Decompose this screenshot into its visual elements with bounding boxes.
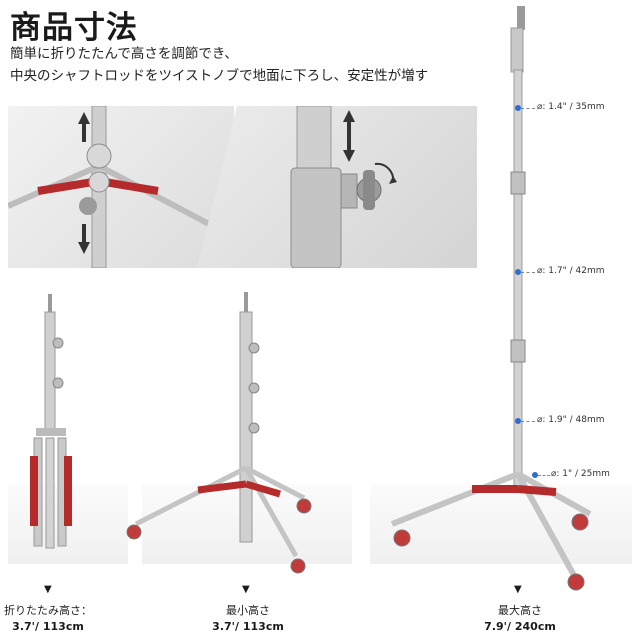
down-arrow-icon-folded: ▼ (44, 584, 52, 595)
max-height-label: 最大高さ (498, 604, 542, 617)
max-height-value: 7.9'/ 240cm (484, 620, 556, 633)
min-height-stand-illustration (126, 292, 312, 574)
down-arrow-icon-max: ▼ (514, 584, 522, 595)
diameter-marker-1 (515, 105, 521, 111)
dimension-line-4 (538, 475, 550, 476)
leg-joint-illustration (8, 106, 230, 268)
diameter-marker-2 (515, 269, 521, 275)
folded-height-label: 折りたたみ高さ： (4, 604, 92, 617)
up-down-arrow-icon (78, 112, 90, 142)
twist-knob-illustration (290, 106, 397, 268)
diameter-label-35mm: ⌀: 1.4" / 35mm (537, 102, 605, 112)
page-title: 商品寸法 (10, 10, 138, 46)
diameter-label-48mm: ⌀: 1.9" / 48mm (537, 415, 605, 425)
dimension-line-3 (521, 421, 535, 422)
folded-height-value: 3.7'/ 113cm (12, 620, 84, 633)
dimension-line-1 (521, 108, 535, 109)
diameter-marker-4 (532, 472, 538, 478)
leg-joint-detail-photo (8, 106, 234, 268)
description-line-2: 中央のシャフトロッドをツイストノブで地面に下ろし、安定性が増す (10, 68, 429, 84)
diameter-label-25mm: ⌀: 1" / 25mm (551, 469, 610, 479)
down-arrow-icon-min: ▼ (242, 584, 250, 595)
folded-stand-illustration (30, 294, 72, 549)
min-height-value: 3.7'/ 113cm (212, 620, 284, 633)
rotate-arrow-icon (374, 162, 397, 184)
twist-knob-detail-photo (197, 106, 477, 268)
diameter-label-42mm: ⌀: 1.7" / 42mm (537, 266, 605, 276)
dimension-line-2 (521, 272, 535, 273)
floor-area-3 (370, 484, 632, 564)
diameter-marker-3 (515, 418, 521, 424)
max-height-stand-illustration (390, 6, 592, 591)
description-line-1: 簡単に折りたたんで高さを調節でき、 (10, 46, 238, 62)
down-arrow-icon (78, 224, 90, 254)
up-down-arrow-icon-2 (343, 110, 355, 162)
min-height-label: 最小高さ (226, 604, 270, 617)
